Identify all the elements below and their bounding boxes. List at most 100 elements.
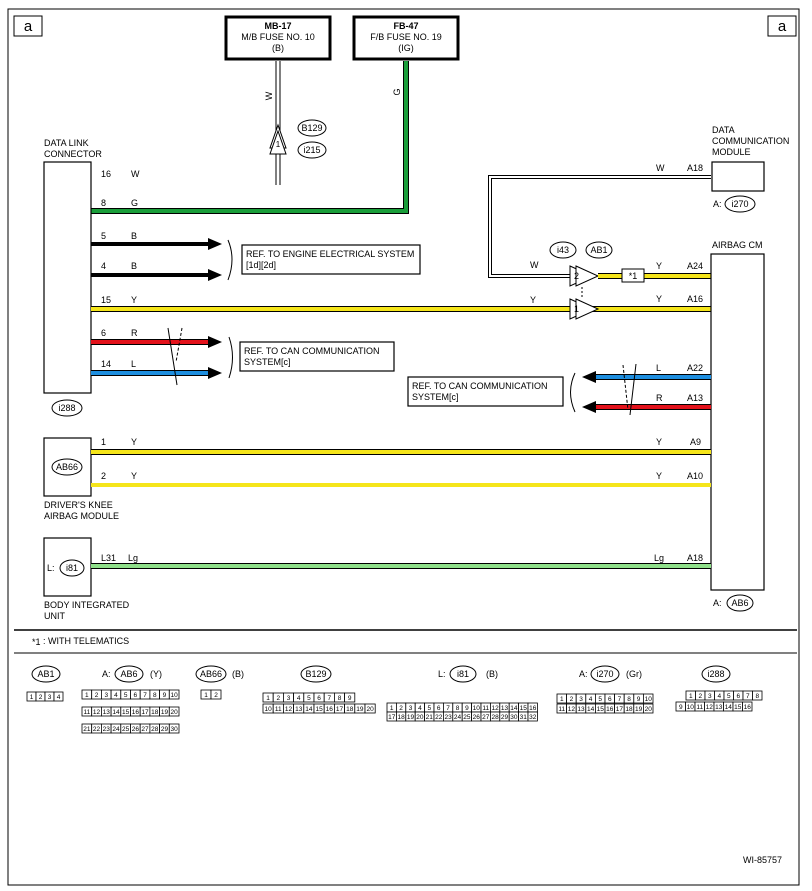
ab1-pin-number: 4 — [57, 694, 61, 701]
svg-text:1: 1 — [101, 437, 106, 447]
b129-pin-number: 9 — [348, 695, 352, 702]
ab6-pin-number: 3 — [104, 692, 108, 699]
svg-text:L: L — [131, 359, 136, 369]
legend-telematics: *1 : WITH TELEMATICS — [32, 636, 129, 647]
svg-text:W: W — [131, 169, 140, 179]
svg-text:i270: i270 — [731, 199, 748, 209]
i81-pin-number: 21 — [426, 714, 434, 721]
svg-text:SYSTEM[c]: SYSTEM[c] — [412, 392, 459, 402]
svg-text:COMMUNICATION: COMMUNICATION — [712, 136, 789, 146]
svg-text:A22: A22 — [687, 363, 703, 373]
knee-airbag-module: AB66 DRIVER'S KNEE AIRBAG MODULE — [43, 437, 119, 521]
ab6-pin-number: 5 — [124, 692, 128, 699]
ref-engine-electrical: REF. TO ENGINE ELECTRICAL SYSTEM [1d][2d… — [241, 244, 421, 275]
wire-b-engine: 5 B 4 B — [91, 231, 233, 281]
b129-pin-number: 5 — [307, 695, 311, 702]
i81-pin-number: 22 — [435, 714, 443, 721]
ab6-pin-number: 9 — [163, 692, 167, 699]
svg-text:2: 2 — [574, 271, 579, 281]
i288-pin-number: 3 — [708, 693, 712, 700]
svg-text:M/B FUSE NO. 10: M/B FUSE NO. 10 — [241, 32, 315, 42]
i81-pin-number: 19 — [407, 714, 415, 721]
i270-pin-number: 6 — [608, 696, 612, 703]
b129-pin-number: 6 — [317, 695, 321, 702]
i81-pin-number: 29 — [501, 714, 509, 721]
svg-text:A:: A: — [579, 669, 588, 679]
ab6-pin-number: 14 — [112, 709, 120, 716]
svg-text:i270: i270 — [596, 669, 613, 679]
svg-text:MODULE: MODULE — [712, 147, 751, 157]
svg-text:15: 15 — [101, 295, 111, 305]
i81-pin-number: 31 — [520, 714, 528, 721]
b129-pin-cell — [344, 692, 356, 703]
svg-text:MB-17: MB-17 — [264, 21, 291, 31]
ab66-pin-number: 1 — [204, 692, 208, 699]
svg-text:B129: B129 — [305, 669, 326, 679]
svg-text:(Gr): (Gr) — [626, 669, 642, 679]
svg-text:Y: Y — [656, 261, 662, 271]
i81-pin-number: 15 — [520, 705, 528, 712]
i81-pin-number: 10 — [473, 705, 481, 712]
svg-text:A24: A24 — [687, 261, 703, 271]
ab6-pin-number: 11 — [83, 709, 90, 716]
wire-y-a16: 15 Y Y — [91, 295, 711, 312]
i288-pin-number: 12 — [706, 704, 714, 711]
fuse-mb17: MB-17 M/B FUSE NO. 10 (B) — [224, 15, 332, 61]
i270-pin-number: 16 — [606, 706, 614, 713]
i270-pin-number: 1 — [560, 696, 564, 703]
i270-pin-cell — [643, 693, 654, 704]
svg-text:i81: i81 — [66, 563, 78, 573]
ab66-pin-cell — [210, 689, 222, 700]
ab6-pin-cell — [168, 706, 180, 717]
svg-text:[1d][2d]: [1d][2d] — [246, 260, 276, 270]
svg-text:1: 1 — [574, 304, 579, 314]
i288-pin-number: 10 — [687, 704, 695, 711]
svg-text:REF. TO ENGINE ELECTRICAL SYST: REF. TO ENGINE ELECTRICAL SYSTEM — [246, 249, 414, 259]
connector-label-i81: L: i81 (B) — [438, 665, 498, 683]
connector-label-ab66: AB66 (B) — [195, 665, 244, 683]
ab6-pin-number: 22 — [93, 726, 101, 733]
i81-pin-number: 4 — [418, 705, 422, 712]
i270-pin-number: 14 — [587, 706, 595, 713]
ab6-pin-number: 17 — [141, 709, 149, 716]
i270-pin-number: 12 — [568, 706, 576, 713]
ab1-pin-number: 2 — [39, 694, 43, 701]
svg-text:6: 6 — [101, 328, 106, 338]
i81-pin-number: 7 — [446, 705, 450, 712]
svg-text:CONNECTOR: CONNECTOR — [44, 149, 102, 159]
ref-can-1: REF. TO CAN COMMUNICATION SYSTEM[c] — [239, 341, 395, 372]
ab6-pin-number: 25 — [122, 726, 130, 733]
svg-text:G: G — [392, 88, 402, 95]
i81-pin-number: 28 — [491, 714, 499, 721]
wire-g-fuse: G — [70, 61, 409, 214]
connector-label-ab1: AB1 — [31, 665, 61, 683]
i288-pin-number: 8 — [755, 693, 759, 700]
i270-pin-number: 2 — [570, 696, 574, 703]
b129-pin-number: 13 — [295, 706, 303, 713]
svg-text:i288: i288 — [707, 669, 724, 679]
body-integrated-unit: L: i81 BODY INTEGRATED UNIT — [43, 537, 130, 621]
svg-text:(B): (B) — [486, 669, 498, 679]
corner-marker-left: a — [24, 18, 33, 35]
ab6-pin-number: 6 — [134, 692, 138, 699]
b129-pin-number: 2 — [276, 695, 280, 702]
ref-can-2: REF. TO CAN COMMUNICATION SYSTEM[c] — [407, 376, 564, 407]
ab1-pin-cell — [53, 691, 64, 702]
ab6-pin-number: 24 — [112, 726, 120, 733]
b129-connector: 1 B129 i215 — [269, 119, 327, 159]
ab6-pin-cell — [168, 723, 180, 734]
i288-pin-number: 6 — [736, 693, 740, 700]
b129-pin-number: 19 — [356, 706, 364, 713]
i81-pin-number: 32 — [529, 714, 537, 721]
i81-pin-number: 3 — [409, 705, 413, 712]
i81-pin-number: 11 — [482, 705, 489, 712]
svg-text:Y: Y — [530, 295, 536, 305]
svg-text:i81: i81 — [457, 669, 469, 679]
ab1-pin-number: 3 — [48, 694, 52, 701]
svg-text:16: 16 — [101, 169, 111, 179]
svg-text:DATA LINK: DATA LINK — [44, 138, 89, 148]
ab6-pin-number: 15 — [122, 709, 130, 716]
svg-text:*1: *1 — [629, 271, 638, 281]
wire-can-dlc: 6 R 14 L — [91, 327, 233, 386]
b129-pin-number: 8 — [338, 695, 342, 702]
